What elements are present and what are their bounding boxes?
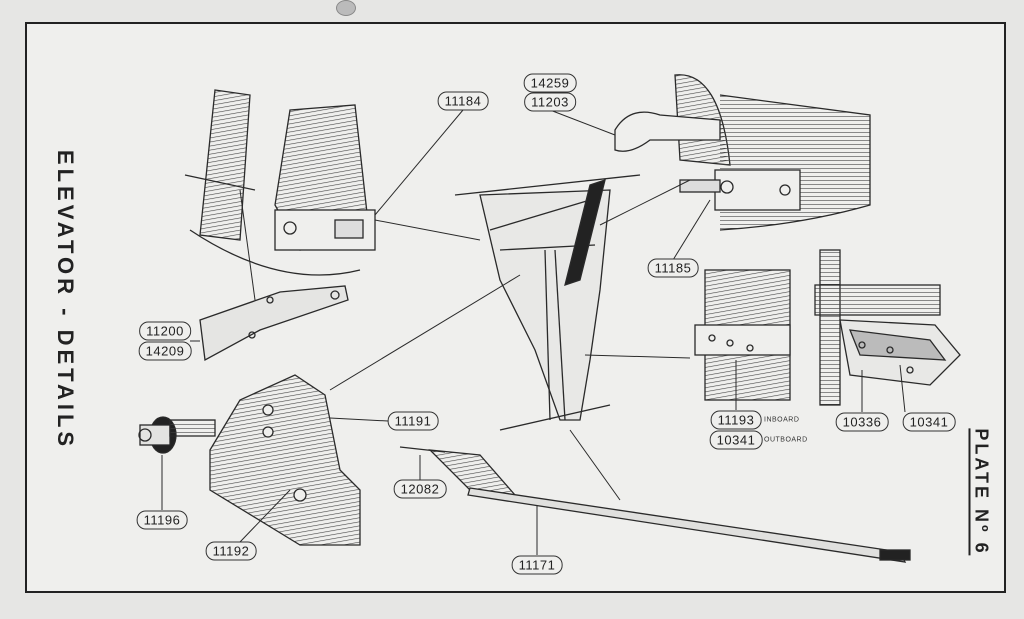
outboard-fitting-drawing bbox=[814, 249, 961, 406]
part-label: 11192 bbox=[205, 541, 257, 561]
hinge-fitting-drawing bbox=[614, 74, 871, 231]
inboard-fitting-drawing bbox=[694, 269, 791, 401]
part-label: 11171 bbox=[511, 555, 563, 575]
leader-lines bbox=[161, 109, 906, 555]
part-label: 14209 bbox=[138, 341, 192, 361]
plate-number: PLATE Nº 6 bbox=[968, 428, 992, 556]
part-label: 11191 bbox=[387, 411, 439, 431]
elevator-frame-drawing bbox=[454, 174, 641, 431]
part-label: 10341 bbox=[902, 412, 956, 432]
part-label: 10336 bbox=[835, 412, 889, 432]
part-label: 11184 bbox=[437, 91, 489, 111]
bolt-drawing bbox=[138, 416, 216, 454]
spar-fitting-drawing bbox=[184, 89, 376, 276]
part-label: 11196 bbox=[136, 510, 188, 530]
part-label: 11203 bbox=[524, 92, 576, 112]
hinge-bracket-drawing bbox=[209, 374, 361, 546]
bracket-drawing bbox=[199, 285, 349, 362]
part-label: 11200 bbox=[139, 321, 191, 341]
part-label: 10341 bbox=[709, 430, 763, 450]
drawing-title: ELEVATOR - DETAILS bbox=[53, 149, 78, 451]
control-rod-drawing bbox=[399, 446, 911, 563]
part-label: 11193 bbox=[710, 410, 762, 430]
part-label: 14259 bbox=[523, 73, 577, 93]
part-label: 11185 bbox=[647, 258, 699, 278]
binder-hole bbox=[336, 0, 356, 16]
part-note: OUTBOARD bbox=[764, 436, 808, 444]
part-note: INBOARD bbox=[764, 416, 800, 424]
part-label: 12082 bbox=[393, 479, 447, 499]
